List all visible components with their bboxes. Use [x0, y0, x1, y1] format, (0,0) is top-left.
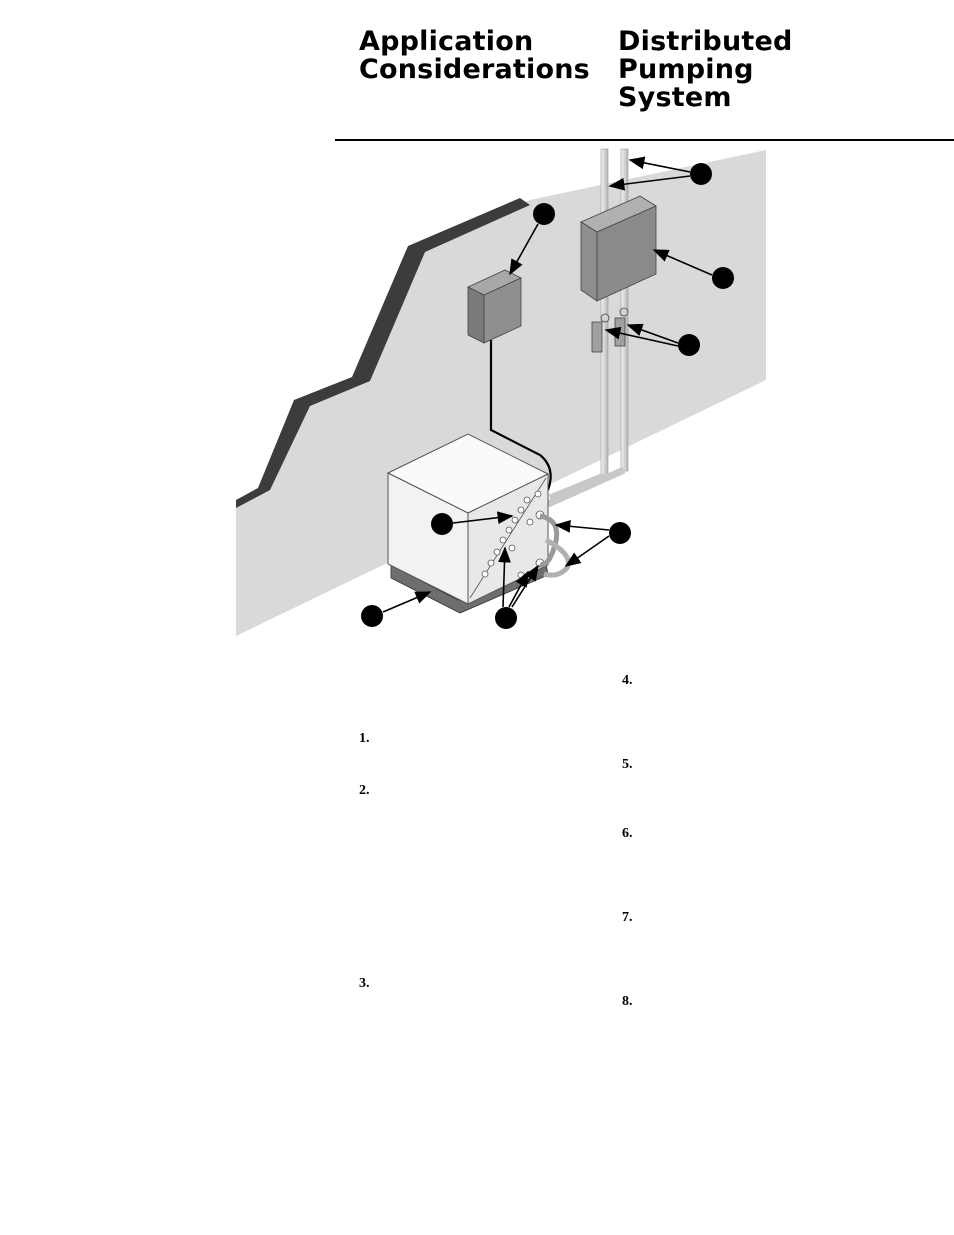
callout-marker: [690, 163, 712, 185]
flex-hose-2: [543, 537, 571, 578]
topic-title-line-1: Distributed: [618, 26, 793, 57]
callout-marker: [361, 605, 383, 627]
list-number: 2.: [359, 783, 370, 798]
section-title: Application Considerations: [359, 28, 590, 84]
valve-1-handle: [600, 313, 610, 323]
callout-marker: [609, 522, 631, 544]
return-pipe-run: [546, 466, 626, 508]
topic-title-line-2: Pumping: [618, 54, 754, 85]
control-wire: [489, 340, 552, 491]
controller-box-front: [483, 277, 522, 344]
list-number: 4.: [622, 673, 633, 688]
list-number: 7.: [622, 910, 633, 925]
header-rule: [335, 139, 954, 141]
callouts: [361, 163, 734, 629]
valve-1: [591, 321, 603, 353]
topic-title-line-3: System: [618, 82, 732, 113]
list-number: 6.: [622, 826, 633, 841]
pump-unit-diagonal: [469, 477, 547, 599]
section-title-line-2: Considerations: [359, 54, 590, 85]
callout-marker: [533, 203, 555, 225]
callout-marker: [431, 513, 453, 535]
list-number: 3.: [359, 976, 370, 991]
control-panel: [580, 221, 598, 302]
callout-marker: [495, 607, 517, 629]
list-number: 1.: [359, 731, 370, 746]
callout-marker: [712, 267, 734, 289]
list-number: 5.: [622, 757, 633, 772]
callout-marker: [678, 334, 700, 356]
wall-edge: [236, 198, 530, 508]
control-panel-front: [596, 205, 657, 302]
section-title-line-1: Application: [359, 26, 534, 57]
list-number: 8.: [622, 994, 633, 1009]
controller-box: [467, 286, 485, 344]
leader-lines: [382, 156, 713, 613]
valve-2-handle: [619, 307, 629, 317]
topic-title: Distributed Pumping System: [618, 28, 793, 112]
